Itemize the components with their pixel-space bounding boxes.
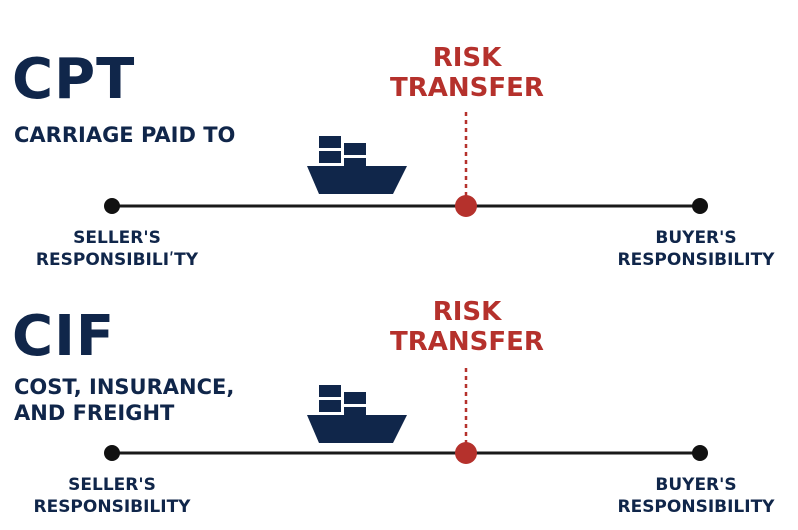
cif-subtitle: COST, INSURANCE, AND FREIGHT (14, 374, 234, 427)
cif-subtitle-line-2: AND FREIGHT (14, 401, 175, 426)
cpt-seller-line-2: RESPONSIBILIʹTY (35, 250, 199, 271)
cif-seller-dot (104, 445, 120, 461)
cpt-seller-dot (104, 198, 120, 214)
cpt-risk-transfer-label: RISK TRANSFER (367, 43, 567, 104)
cargo-container-icon (344, 407, 366, 415)
cpt-buyer-line-2: RESPONSIBILITY (617, 250, 775, 271)
cpt-buyer-dot (692, 198, 708, 214)
cpt-section: CPT CARRIAGE PAID TO RISK TRANSFER SELLE… (12, 43, 786, 271)
cif-seller-line-1: SELLER'S (68, 475, 156, 495)
cpt-subtitle: CARRIAGE PAID TO (14, 122, 235, 148)
cpt-risk-line-2: TRANSFER (390, 72, 544, 103)
cargo-container-icon (344, 392, 366, 404)
cpt-ship-icon (307, 136, 407, 194)
cif-buyer-line-2: RESPONSIBILITY (617, 497, 775, 518)
cif-code: CIF (12, 304, 116, 369)
cpt-code: CPT (12, 47, 136, 112)
cargo-container-icon (344, 158, 366, 166)
cif-ship-icon (307, 385, 407, 443)
cif-buyer-label: BUYER'S RESPONSIBILITY (606, 474, 786, 518)
cif-risk-line-2: TRANSFER (390, 326, 544, 357)
cif-seller-label: SELLER'S RESPONSIBILITY (22, 474, 202, 518)
cpt-buyer-label: BUYER'S RESPONSIBILITY (606, 227, 786, 271)
cif-buyer-dot (692, 445, 708, 461)
cpt-risk-line-1: RISK (432, 43, 502, 73)
cpt-subtitle-line-1: CARRIAGE PAID TO (14, 123, 236, 147)
cif-seller-line-2: RESPONSIBILITY (33, 497, 191, 518)
cargo-container-icon (319, 151, 341, 163)
cif-risk-dot (455, 442, 477, 464)
cargo-container-icon (319, 400, 341, 412)
cpt-seller-line-1: SELLER'S (73, 228, 161, 248)
cpt-timeline (104, 112, 708, 217)
cargo-container-icon (319, 136, 341, 148)
cif-subtitle-line-1: COST, INSURANCE, (14, 375, 235, 399)
cargo-container-icon (319, 385, 341, 397)
cif-risk-transfer-label: RISK TRANSFER (367, 297, 567, 358)
cargo-container-icon (344, 143, 366, 155)
ship-hull-icon (307, 166, 407, 194)
ship-hull-icon (307, 415, 407, 443)
cif-risk-line-1: RISK (432, 297, 502, 327)
cpt-buyer-line-1: BUYER'S (655, 228, 737, 248)
cif-buyer-line-1: BUYER'S (655, 475, 737, 495)
cpt-risk-dot (455, 195, 477, 217)
cpt-seller-label: SELLER'S RESPONSIBILIʹTY (27, 227, 207, 271)
